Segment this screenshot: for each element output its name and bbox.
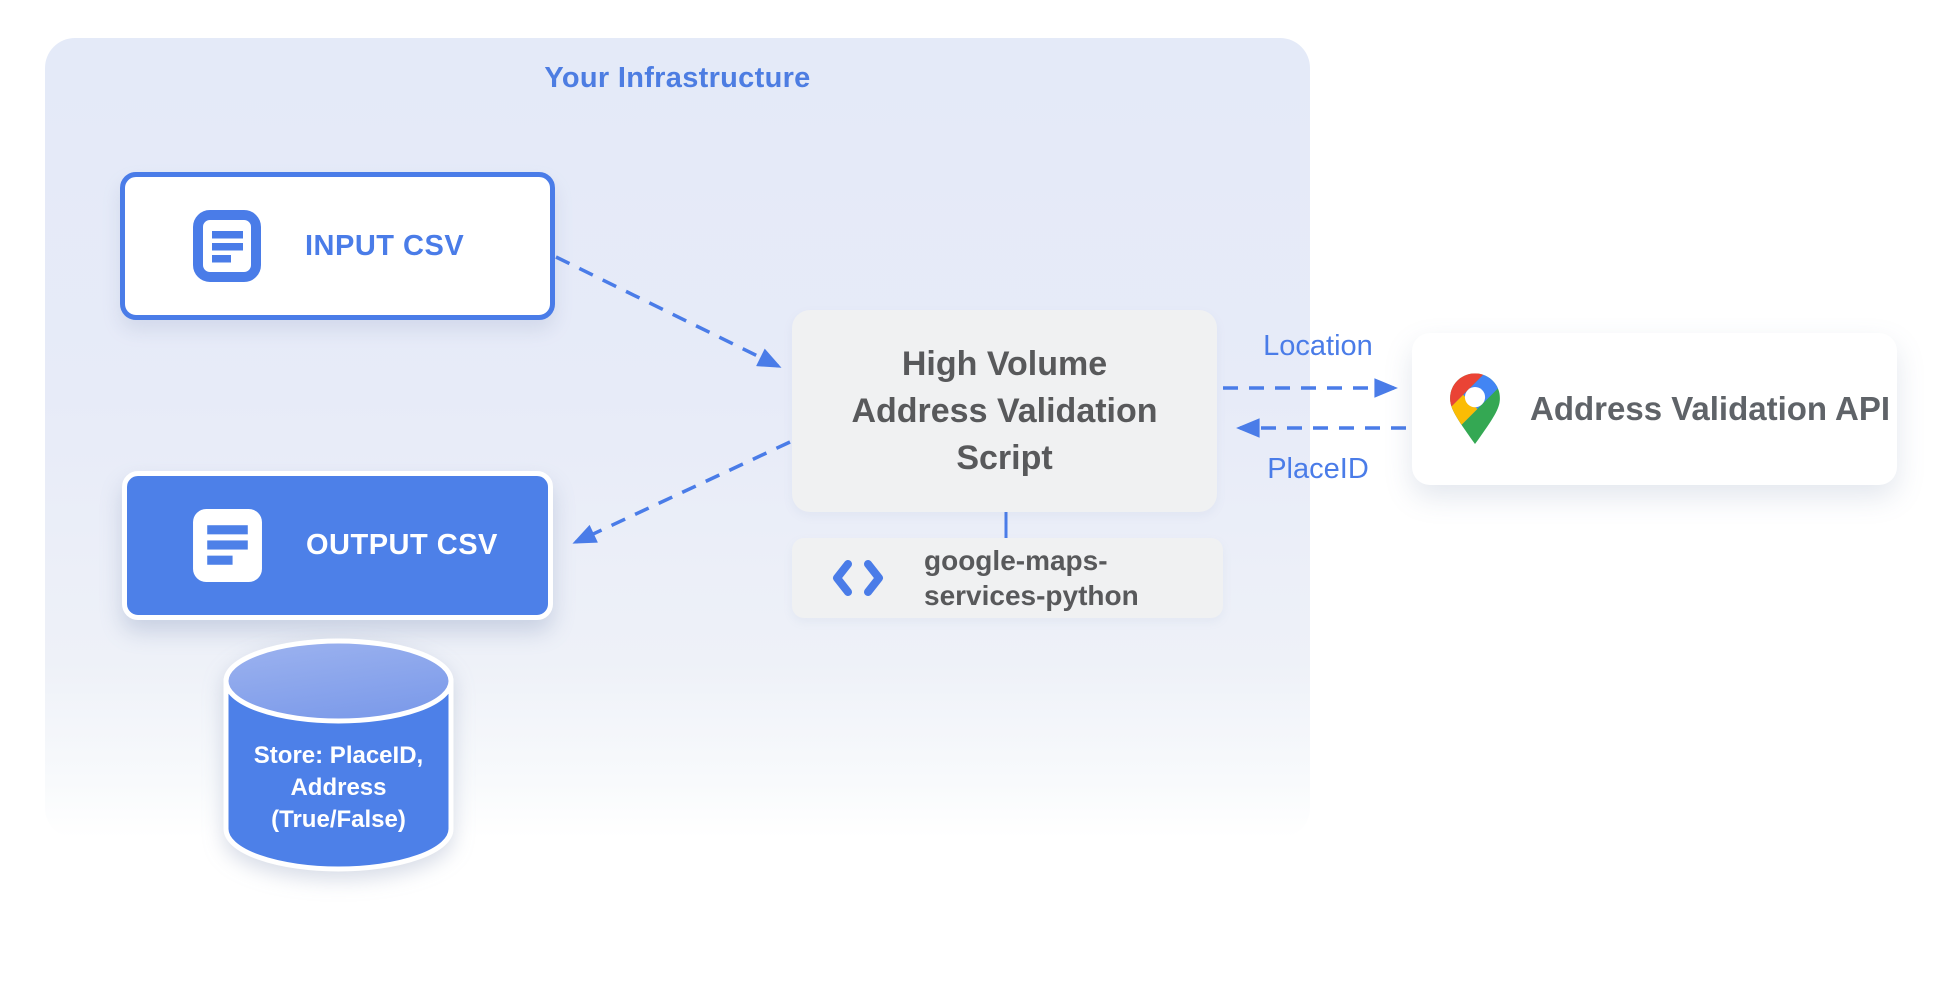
- node-input-csv: INPUT CSV: [120, 172, 555, 320]
- code-icon: [832, 559, 884, 597]
- library-label: google-maps- services-python: [924, 543, 1139, 613]
- node-address-validation-api: Address Validation API: [1412, 333, 1897, 485]
- node-output-csv: OUTPUT CSV: [122, 471, 553, 620]
- library-line: google-maps-: [924, 545, 1108, 576]
- infrastructure-title: Your Infrastructure: [544, 62, 811, 94]
- datastore-line: Address: [290, 774, 387, 801]
- node-validation-script: High Volume Address Validation Script: [792, 310, 1217, 512]
- datastore-line: (True/False): [271, 806, 406, 833]
- document-icon: [191, 210, 263, 282]
- document-icon: [191, 509, 264, 582]
- maps-pin-icon: [1446, 371, 1504, 447]
- node-label: OUTPUT CSV: [306, 529, 498, 561]
- database-cylinder: [220, 636, 457, 876]
- edge-label-location: Location: [1263, 330, 1373, 362]
- node-label: INPUT CSV: [305, 229, 465, 262]
- edge-label-placeid: PlaceID: [1267, 453, 1369, 485]
- node-label: Address Validation API: [1530, 390, 1891, 427]
- script-line: Address Validation: [851, 391, 1158, 430]
- script-line: High Volume: [901, 344, 1108, 383]
- library-line: services-python: [924, 580, 1139, 611]
- datastore-label: Store: PlaceID, Address (True/False): [220, 740, 457, 836]
- datastore-line: Store: PlaceID,: [253, 742, 424, 769]
- node-library: google-maps- services-python: [792, 538, 1223, 618]
- script-line: Script: [956, 438, 1053, 477]
